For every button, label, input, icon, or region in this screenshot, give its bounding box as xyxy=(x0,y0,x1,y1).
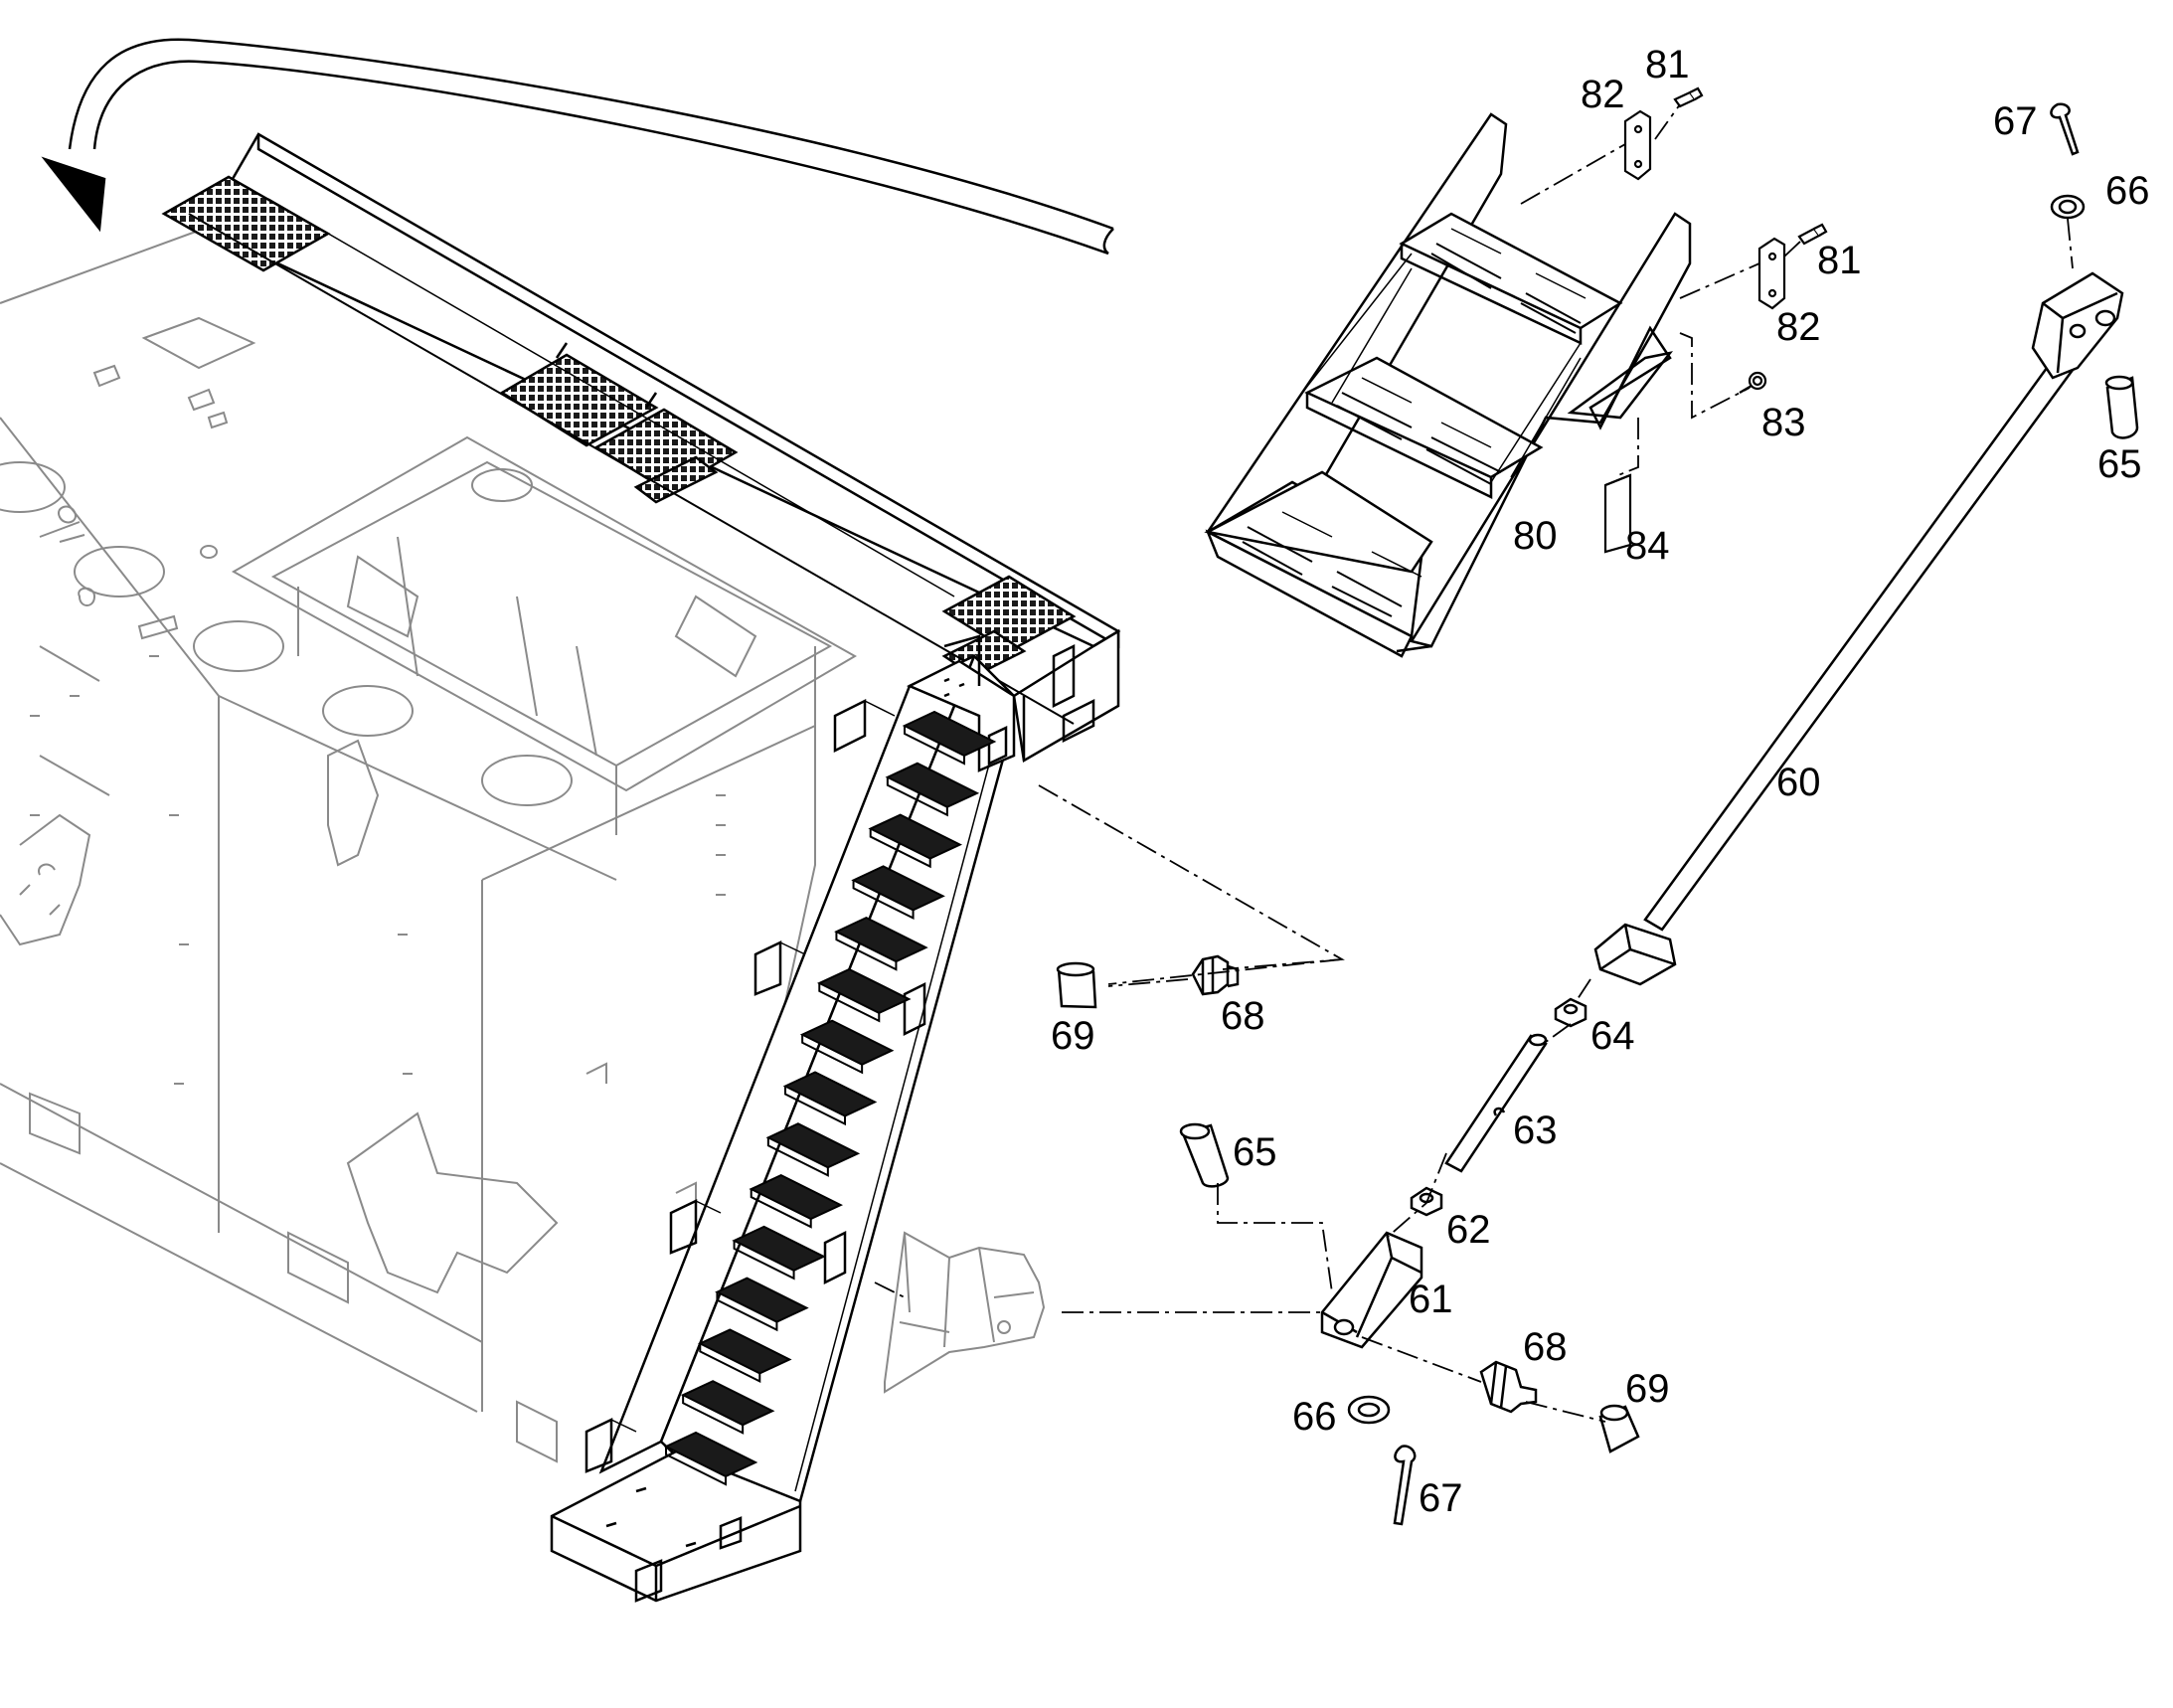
ladder-tread-edge xyxy=(766,1137,829,1177)
ladder-tread-edge xyxy=(665,1447,727,1486)
ladder-tread-edge xyxy=(818,982,881,1023)
ladder-tread xyxy=(782,1071,878,1117)
ladder-tread-edge xyxy=(801,1034,864,1075)
machine-body-ghost xyxy=(0,227,858,1463)
callout-66-top: 66 xyxy=(2105,169,2150,213)
bracket-parts xyxy=(1603,86,1828,554)
ladder-tread-edge xyxy=(750,1189,812,1229)
ladder-tread xyxy=(885,762,980,808)
ladder-tread xyxy=(715,1277,809,1323)
ladder-tread xyxy=(749,1173,844,1221)
callout-69-upper: 69 xyxy=(1051,1014,1095,1058)
ladder-tread xyxy=(834,917,928,963)
mount-bracket-ghost xyxy=(884,1231,1046,1394)
ladder-tread xyxy=(697,1328,792,1375)
strut-60-assembly xyxy=(1056,102,2139,1526)
ladder-tread-edge xyxy=(784,1086,846,1126)
ladder-tread xyxy=(799,1019,895,1066)
ladder-tread xyxy=(680,1380,775,1427)
ladder-tread-edge xyxy=(682,1395,745,1435)
ladder-tread xyxy=(663,1431,758,1478)
ladder-steps xyxy=(663,710,997,1486)
callout-labels: 81 82 81 82 83 80 84 67 66 65 60 64 63 6… xyxy=(1051,43,2150,1520)
ladder-tread-edge xyxy=(886,776,948,817)
callout-61: 61 xyxy=(1409,1278,1453,1321)
ladder-tread xyxy=(868,813,963,860)
callout-68-upper: 68 xyxy=(1221,994,1265,1038)
callout-83: 83 xyxy=(1761,401,1806,444)
callout-67-top: 67 xyxy=(1993,99,2038,143)
callout-66-bottom: 66 xyxy=(1292,1395,1337,1439)
callout-82-top: 82 xyxy=(1581,73,1625,116)
ladder-tread xyxy=(765,1122,861,1169)
callout-84: 84 xyxy=(1625,524,1670,568)
callout-68-lower: 68 xyxy=(1523,1325,1568,1369)
ladder-tread xyxy=(816,967,912,1015)
callout-64: 64 xyxy=(1590,1014,1635,1058)
ladder-tread-edge xyxy=(904,726,965,766)
ladder-tread xyxy=(732,1225,826,1272)
ladder-tread xyxy=(902,710,997,758)
callout-65-top: 65 xyxy=(2097,442,2142,486)
callout-69-lower: 69 xyxy=(1625,1367,1670,1411)
ladder-tread-edge xyxy=(699,1343,761,1384)
callout-82-right: 82 xyxy=(1776,305,1821,349)
callout-67-bottom: 67 xyxy=(1419,1476,1463,1520)
callout-65-bottom: 65 xyxy=(1233,1130,1277,1174)
callout-80: 80 xyxy=(1513,514,1558,558)
callout-63: 63 xyxy=(1513,1109,1558,1152)
ladder-tread-edge xyxy=(852,880,915,920)
rotation-arrow xyxy=(41,38,1114,256)
callout-81-right: 81 xyxy=(1817,239,1862,282)
ladder-tread-edge xyxy=(835,932,898,971)
ladder-tread-edge xyxy=(733,1240,795,1281)
ladder-tread xyxy=(851,865,945,912)
ladder-tread-edge xyxy=(869,828,931,869)
step-assembly-80 xyxy=(1204,112,1692,658)
callout-60: 60 xyxy=(1776,761,1821,804)
leader-lines xyxy=(874,103,2074,1423)
ladder-tread-edge xyxy=(716,1291,778,1332)
callout-62: 62 xyxy=(1446,1208,1491,1252)
top-walkway-rail xyxy=(161,132,1121,763)
callout-81-top: 81 xyxy=(1645,43,1690,86)
